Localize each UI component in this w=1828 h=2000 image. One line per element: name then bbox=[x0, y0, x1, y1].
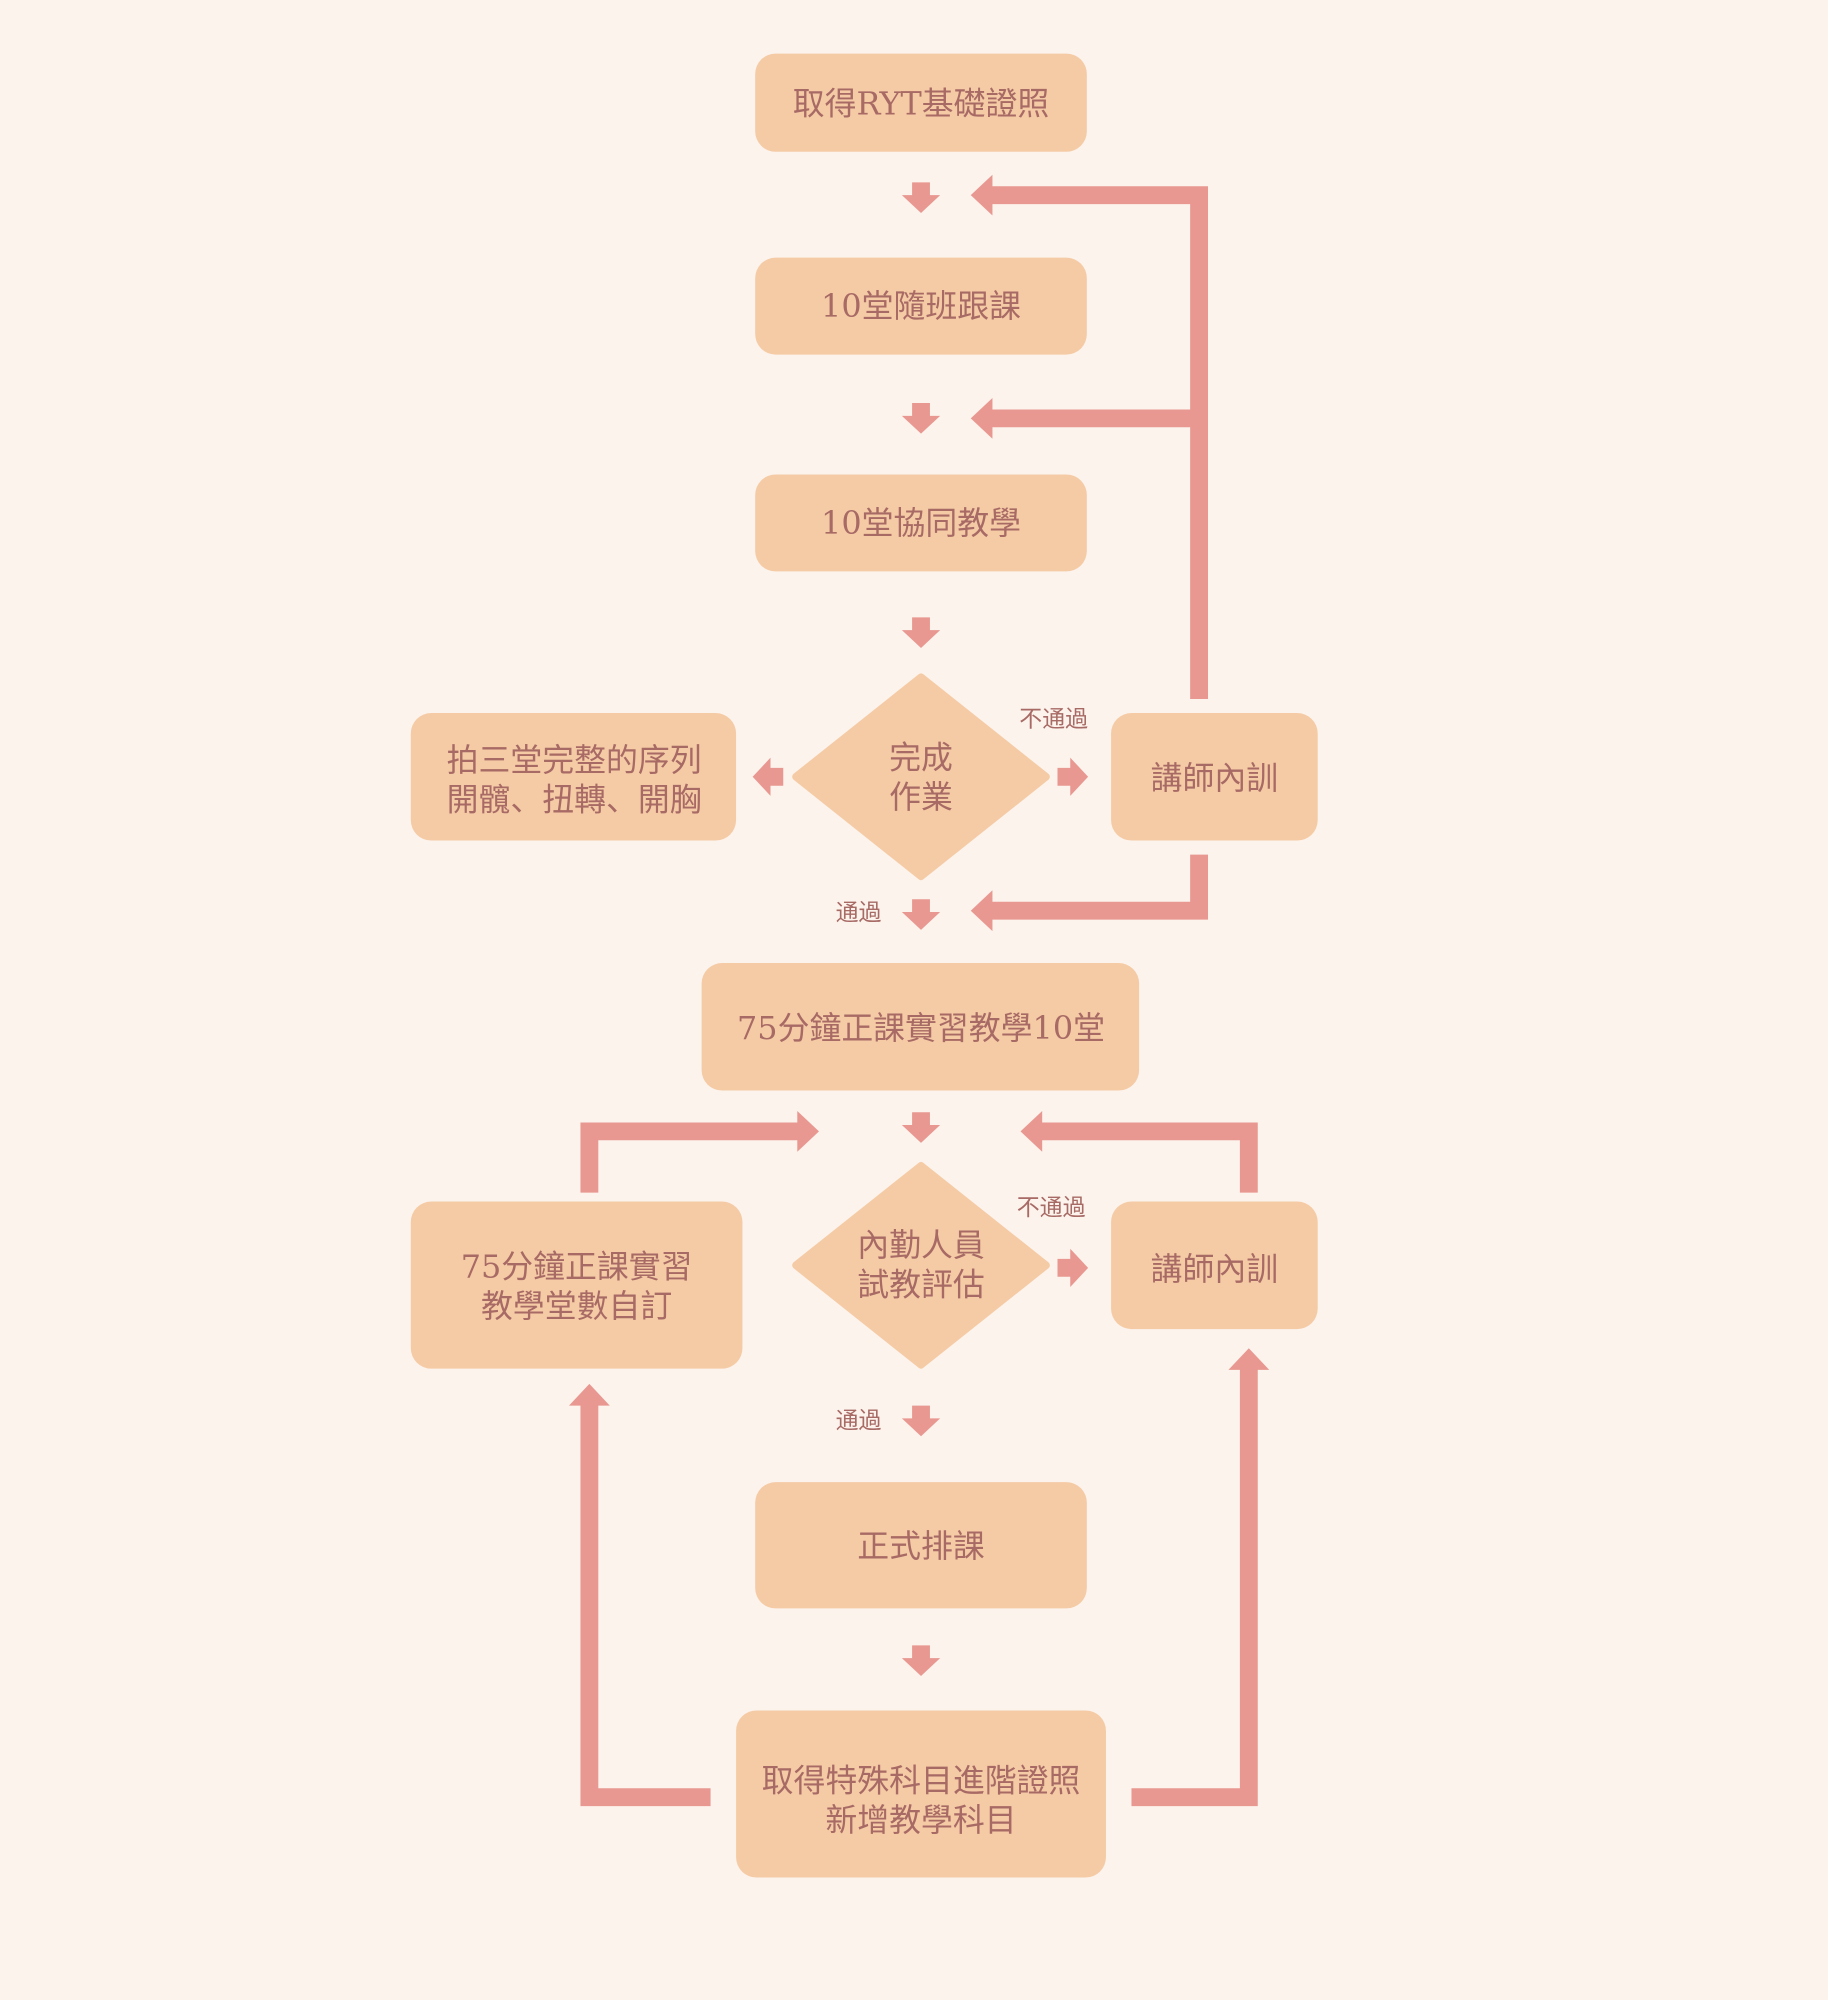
arrowhead-left-icon bbox=[970, 174, 993, 216]
decision-evaluation-line2: 試教評估 bbox=[857, 1265, 985, 1303]
arrows bbox=[568, 174, 1270, 1677]
decision-homework-line1: 完成 bbox=[889, 739, 953, 777]
decision-homework-line2: 作業 bbox=[889, 778, 953, 816]
node-practicum-custom: 75分鐘正課實習 教學堂數自訂 bbox=[410, 1201, 743, 1369]
loop-line-left-top bbox=[580, 1122, 802, 1193]
arrow-down-icon bbox=[901, 182, 941, 214]
loop-line-right-bottom bbox=[1131, 1367, 1258, 1807]
node-ryt-label: 取得RYT基礎證照 bbox=[793, 84, 1050, 122]
label-pass-2: 通過 bbox=[836, 1408, 882, 1434]
node-practicum-custom-line1: 75分鐘正課實習 bbox=[461, 1248, 693, 1286]
arrow-down-icon bbox=[901, 1405, 941, 1437]
node-follow-label: 10堂隨班跟課 bbox=[821, 287, 1021, 325]
label-fail-2: 不通過 bbox=[1017, 1195, 1086, 1221]
arrowhead-up-icon bbox=[568, 1383, 610, 1406]
node-practicum-label: 75分鐘正課實習教學10堂 bbox=[737, 1009, 1105, 1047]
node-advanced-line2: 新增教學科目 bbox=[825, 1801, 1016, 1839]
arrow-right-icon bbox=[1057, 757, 1089, 796]
connectors bbox=[580, 186, 1258, 1807]
feedback-line-top bbox=[988, 186, 1209, 699]
node-practicum: 75分鐘正課實習教學10堂 bbox=[701, 963, 1140, 1091]
node-co-teach: 10堂協同教學 bbox=[755, 474, 1087, 572]
node-training-2-label: 講師內訓 bbox=[1151, 1250, 1279, 1288]
arrowhead-up-icon bbox=[1228, 1348, 1270, 1370]
node-advanced: 取得特殊科目進階證照 新增教學科目 bbox=[736, 1710, 1106, 1878]
node-co-teach-label: 10堂協同教學 bbox=[821, 504, 1021, 542]
arrow-down-icon bbox=[901, 899, 941, 930]
arrow-down-icon bbox=[901, 617, 941, 648]
arrow-down-icon bbox=[901, 1645, 941, 1677]
node-ryt: 取得RYT基礎證照 bbox=[755, 53, 1087, 152]
node-sequence-line2: 開髖、扭轉、開胸 bbox=[447, 781, 702, 819]
label-pass-1: 通過 bbox=[836, 900, 882, 926]
label-fail-1: 不通過 bbox=[1019, 706, 1088, 732]
arrow-left-icon bbox=[752, 757, 784, 796]
arrow-right-icon bbox=[1057, 1248, 1089, 1287]
loop-line-left-bottom bbox=[580, 1403, 711, 1807]
loop-line-right-top bbox=[1039, 1122, 1258, 1193]
node-training-2: 講師內訓 bbox=[1111, 1201, 1318, 1330]
node-sequence: 拍三堂完整的序列 開髖、扭轉、開胸 bbox=[410, 713, 737, 841]
decision-homework: 完成 作業 bbox=[792, 673, 1050, 881]
arrowhead-left-icon bbox=[970, 890, 993, 932]
node-training-1-label: 講師內訓 bbox=[1151, 759, 1279, 797]
arrowhead-right-icon bbox=[797, 1110, 819, 1152]
node-sequence-line1: 拍三堂完整的序列 bbox=[447, 741, 702, 779]
arrowhead-left-icon bbox=[970, 397, 993, 439]
node-follow: 10堂隨班跟課 bbox=[755, 257, 1087, 355]
decision-evaluation-line1: 內勤人員 bbox=[857, 1226, 985, 1264]
arrowhead-left-icon bbox=[1020, 1110, 1043, 1152]
node-scheduling-label: 正式排課 bbox=[857, 1527, 985, 1565]
node-scheduling: 正式排課 bbox=[755, 1482, 1087, 1609]
node-training-1: 講師內訓 bbox=[1111, 713, 1318, 841]
return-line-pass bbox=[988, 854, 1209, 920]
node-practicum-custom-line2: 教學堂數自訂 bbox=[481, 1287, 672, 1325]
arrow-down-icon bbox=[901, 1112, 941, 1143]
decision-evaluation: 內勤人員 試教評估 bbox=[792, 1161, 1050, 1369]
node-advanced-line1: 取得特殊科目進階證照 bbox=[762, 1762, 1081, 1800]
arrow-down-icon bbox=[901, 403, 941, 434]
